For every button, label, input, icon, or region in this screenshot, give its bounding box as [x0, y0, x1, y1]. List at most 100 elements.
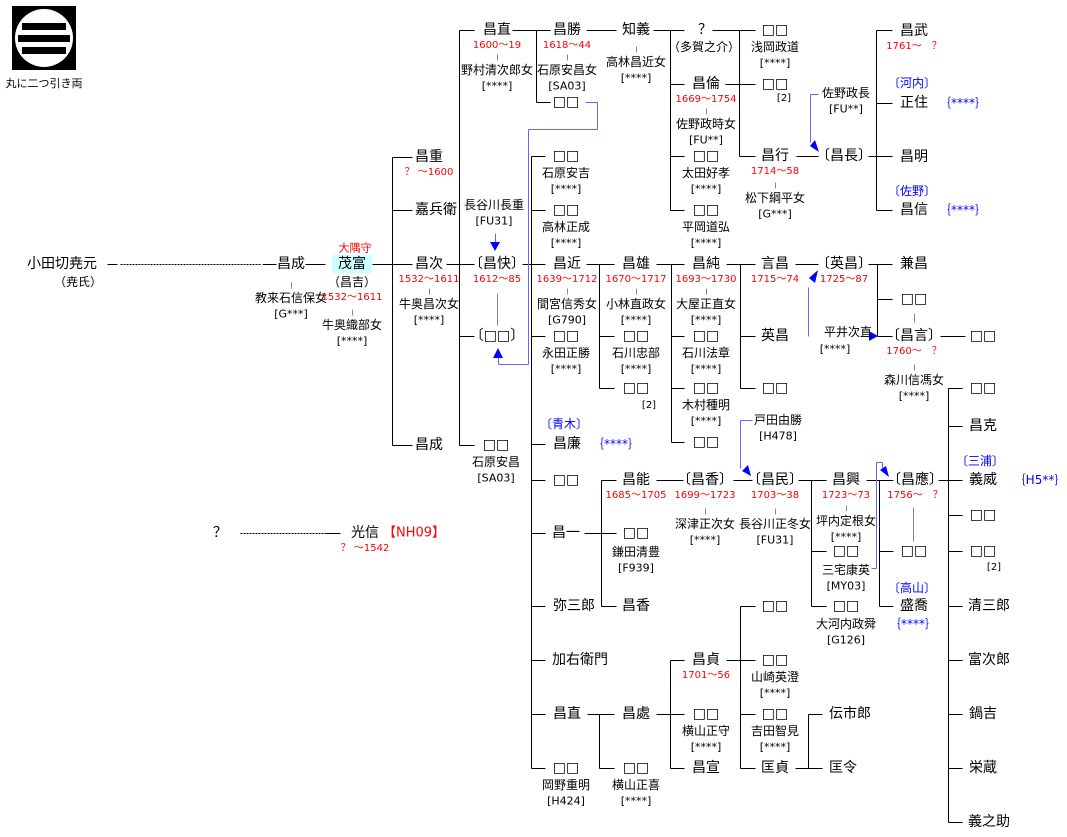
- person-name: 〔昌香〕: [677, 472, 733, 488]
- person-name: □□: [969, 380, 997, 396]
- spouse-name: 吉田智見: [750, 724, 800, 738]
- spouse-name: 高林昌近女: [605, 55, 667, 69]
- spouse-name: 教来石信保女: [254, 291, 328, 305]
- adopted-house: 〔河内〕: [887, 76, 937, 90]
- spouse-name: 横山正守: [681, 724, 731, 738]
- adopted-code: ｛H5**｝: [1013, 473, 1067, 487]
- spouse-code: [****]: [690, 182, 722, 196]
- adoptive-parent: 佐野政長: [821, 86, 871, 100]
- spouse-name: 小林直政女: [605, 297, 667, 311]
- person-name: 義威: [969, 472, 997, 488]
- person-dates: 1725～87: [819, 274, 869, 285]
- spouse-name: 長谷川正冬女: [738, 517, 812, 531]
- person-name: □□: [900, 543, 928, 559]
- spouse-name: 太田好孝: [681, 166, 731, 180]
- person-name: 〔□□〕: [469, 328, 525, 344]
- spouse-code: [MY03]: [826, 579, 866, 593]
- person-name: □□: [900, 291, 928, 307]
- person-dates: 1639～1712: [536, 274, 598, 285]
- person-name: 昌倫: [692, 76, 720, 92]
- person-dates: 1714～58: [750, 166, 800, 177]
- spouse-name: 浅岡政道: [750, 40, 800, 54]
- adoptive-code: [FU**]: [829, 102, 863, 116]
- person-dates: 1532～1611: [398, 274, 460, 285]
- spouse-name: 牛奥昌次女: [398, 297, 460, 311]
- person-name: □□: [761, 598, 789, 614]
- person-name: 昌能: [622, 472, 650, 488]
- person-name: 昌信: [900, 202, 928, 218]
- person-name: 昌宣: [692, 760, 720, 776]
- person-dates: 1670～1717: [605, 274, 667, 285]
- adoptive-code: [H478]: [759, 429, 797, 443]
- person-name: 富次郎: [968, 652, 1010, 668]
- spouse-name: 岡野重明: [541, 778, 591, 792]
- person-name: 昌一: [552, 525, 580, 541]
- person-name: 弥三郎: [553, 598, 595, 614]
- spouse-code: [****]: [759, 740, 791, 754]
- person-name: 茂富: [332, 255, 372, 273]
- spouse-code: [****]: [481, 79, 513, 93]
- spouse-code: [****]: [759, 56, 791, 70]
- person-dates: 1723～73: [821, 490, 871, 501]
- person-name: 正住: [900, 95, 928, 111]
- adoptive-parent: 戸田由勝: [753, 413, 803, 427]
- person-dates: 1669～1754: [675, 94, 737, 105]
- person-name: 昌直: [553, 706, 581, 722]
- person-name: □□: [761, 22, 789, 38]
- person-dates: 1756～ ？: [887, 490, 943, 501]
- spouse-name: 松下綱平女: [744, 191, 806, 205]
- person-name: □□: [692, 328, 720, 344]
- spouse-name: 三宅康英: [821, 563, 871, 577]
- spouse-name: 木村種明: [681, 398, 731, 412]
- spouse-code: [****]: [830, 530, 862, 544]
- spouse-code: [****]: [620, 71, 652, 85]
- spouse-name: 石原安吉: [541, 166, 591, 180]
- adopted-house: 〔佐野〕: [887, 184, 937, 198]
- person-name: □□: [482, 437, 510, 453]
- person-dates: 1693～1730: [675, 274, 737, 285]
- person-name: 〔昌長〕: [816, 148, 872, 164]
- person-name: 昌明: [900, 149, 928, 165]
- spouse-code: [G126]: [826, 633, 866, 647]
- adoptive-code: [FU31]: [475, 214, 513, 228]
- alias-note: （昌吉）: [327, 275, 377, 289]
- spouse-code: [****]: [620, 794, 652, 808]
- person-name: 昌純: [692, 256, 720, 272]
- person-dates: 1532～1611: [321, 292, 383, 303]
- person-name: 昌行: [761, 148, 789, 164]
- person-dates: 1715～74: [750, 274, 800, 285]
- person-name: 昌重: [415, 149, 443, 165]
- spouse-code: [G***]: [274, 307, 308, 321]
- person-name: □□: [552, 472, 580, 488]
- person-name: ？: [213, 525, 227, 541]
- adoption-arrow-icon: [810, 140, 819, 152]
- adopted-house: 〔三浦〕: [955, 454, 1005, 468]
- person-name: □□: [761, 652, 789, 668]
- spouse-code: [G790]: [547, 313, 587, 327]
- spouse-name: 佐野政時女: [675, 117, 737, 131]
- person-name: □□: [622, 380, 650, 396]
- count-note: [2]: [776, 93, 792, 104]
- person-name: 昌雄: [622, 256, 650, 272]
- person-name: 光信: [351, 525, 379, 541]
- alias-note: （多賀之介）: [667, 40, 741, 54]
- person-dates: 1612～85: [472, 274, 522, 285]
- spouse-name: 坪内定根女: [815, 514, 877, 528]
- person-name: 昌直: [483, 22, 511, 38]
- spouse-name: 平岡道弘: [681, 220, 731, 234]
- person-name: 鍋吉: [969, 706, 997, 722]
- person-name: 兼昌: [900, 256, 928, 272]
- spouse-code: [H424]: [547, 794, 585, 808]
- person-name: □□: [692, 202, 720, 218]
- title-note: 大隅守: [338, 241, 372, 255]
- person-name: □□: [552, 148, 580, 164]
- spouse-name: 間宮信秀女: [536, 297, 598, 311]
- adopted-house: 〔青木〕: [539, 417, 589, 431]
- person-name: 義之助: [968, 814, 1010, 830]
- adoption-arrow-icon: [490, 242, 500, 251]
- crest-caption: 丸に二つ引き両: [5, 77, 83, 90]
- person-name: 清三郎: [968, 598, 1010, 614]
- adoptive-code: [****]: [819, 342, 851, 356]
- spouse-code: [****]: [690, 414, 722, 428]
- adoptive-parent: 長谷川長重: [463, 198, 525, 212]
